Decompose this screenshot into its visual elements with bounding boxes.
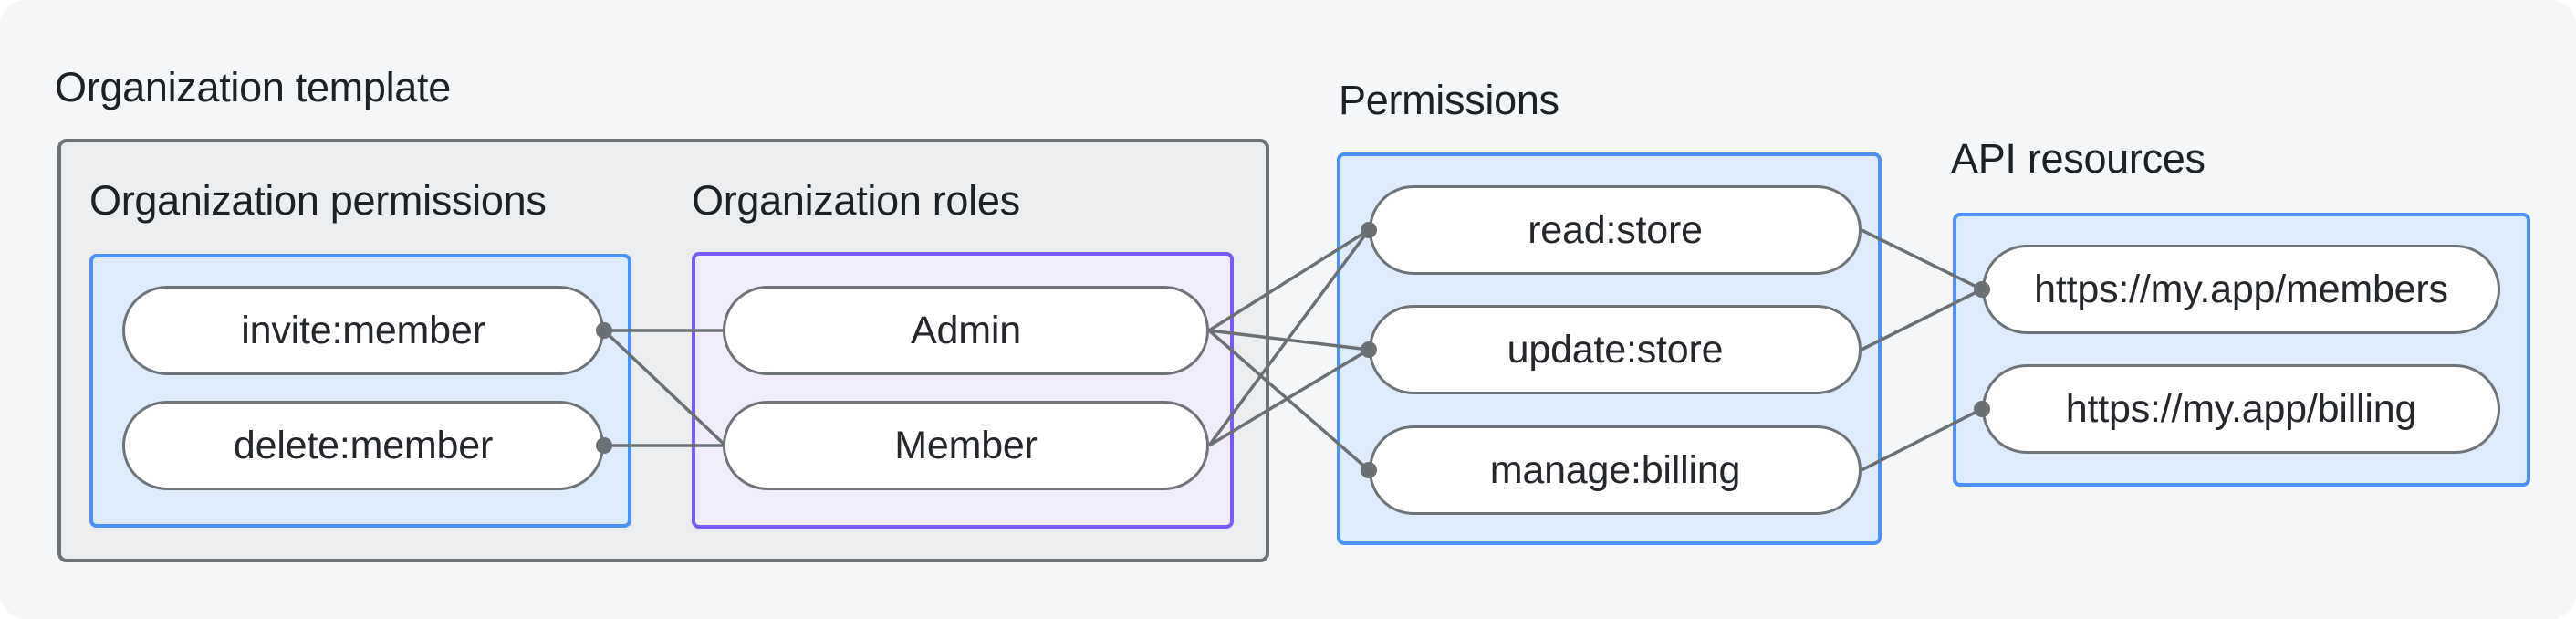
node-api-billing: https://my.app/billing — [1982, 364, 2500, 454]
permissions-label: Permissions — [1339, 77, 1559, 123]
node-member: Member — [723, 401, 1209, 490]
organization-roles-label: Organization roles — [692, 177, 1020, 224]
organization-permissions-label: Organization permissions — [89, 177, 547, 224]
api-resources-label: API resources — [1951, 135, 2206, 182]
node-manage-billing: manage:billing — [1369, 425, 1862, 515]
organization-template-label: Organization template — [55, 64, 451, 110]
node-api-members: https://my.app/members — [1982, 245, 2500, 334]
node-invite-member: invite:member — [122, 286, 604, 375]
node-read-store: read:store — [1369, 185, 1862, 275]
node-admin: Admin — [723, 286, 1209, 375]
node-update-store: update:store — [1369, 305, 1862, 394]
node-delete-member: delete:member — [122, 401, 604, 490]
